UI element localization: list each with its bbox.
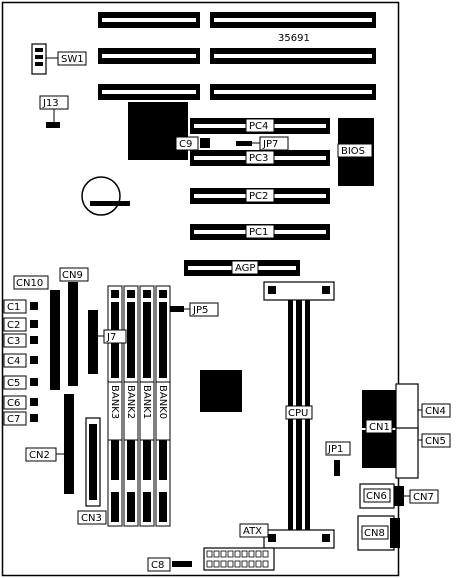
c4-label: C4: [7, 356, 20, 367]
cn6-label: CN6: [366, 491, 387, 502]
c5-label: C5: [7, 378, 20, 389]
j7-header: [88, 310, 98, 374]
j7-label: J7: [106, 332, 116, 343]
c-headers: [30, 302, 38, 422]
agp-label: AGP: [235, 263, 255, 274]
bank2-label: BANK2: [125, 385, 136, 419]
sw1-label: SW1: [61, 54, 84, 65]
bank0-label: BANK0: [157, 385, 168, 419]
chipset-north: [128, 102, 188, 160]
c9-label: C9: [179, 139, 192, 150]
jp7-label: JP7: [262, 139, 278, 150]
pc2-label: PC2: [249, 191, 268, 202]
c3-label: C3: [7, 336, 20, 347]
c7-label: C7: [7, 414, 20, 425]
battery-icon: [81, 176, 121, 216]
j13-header: [46, 122, 60, 128]
cn2-header: [64, 394, 74, 494]
jp1-header: [334, 460, 340, 476]
c8-label: C8: [151, 560, 164, 571]
cn5-connector: [362, 430, 400, 468]
chipset-south: [200, 370, 242, 412]
c2-label: C2: [7, 320, 20, 331]
jp7-header: [236, 141, 252, 146]
board-code: 35691: [278, 33, 310, 44]
c9-header: [200, 138, 210, 148]
cn3-label: CN3: [81, 513, 102, 524]
cpu-label: CPU: [288, 408, 308, 419]
atx-label: ATX: [243, 526, 262, 537]
pc1-label: PC1: [249, 227, 268, 238]
bank1-label: BANK1: [141, 385, 152, 419]
bank3-label: BANK3: [109, 385, 120, 419]
jp5-label: JP5: [192, 305, 208, 316]
bios-label: BIOS: [341, 146, 365, 157]
jp5-header: [168, 306, 184, 312]
c1-label: C1: [7, 302, 20, 313]
pc3-label: PC3: [249, 153, 268, 164]
cn2-label: CN2: [29, 450, 50, 461]
cn9-label: CN9: [62, 270, 83, 281]
c8-header: [172, 561, 192, 567]
pc4-label: PC4: [249, 121, 268, 132]
cn4-label: CN4: [425, 406, 446, 417]
cn10-header: [50, 290, 60, 390]
cn1-label: CN1: [369, 422, 390, 433]
cn5-label: CN5: [425, 436, 446, 447]
cn9-header: [68, 282, 78, 386]
c6-label: C6: [7, 398, 20, 409]
cn10-label: CN10: [16, 278, 43, 289]
cn8-label: CN8: [364, 528, 385, 539]
cn7-label: CN7: [413, 492, 434, 503]
jp1-label: JP1: [327, 444, 343, 455]
j13-label: J13: [42, 98, 59, 109]
